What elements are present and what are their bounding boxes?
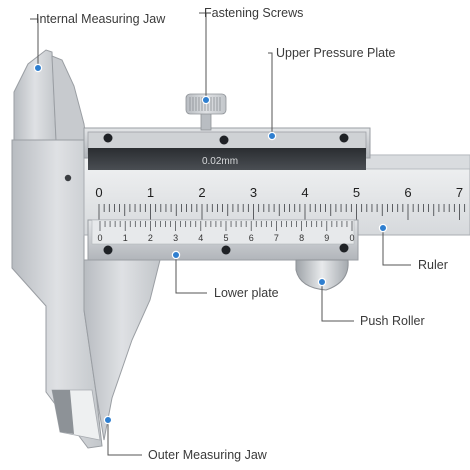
- pointer-dot: [201, 95, 211, 105]
- main-scale-number: 5: [353, 185, 360, 200]
- screw-icon: [339, 133, 349, 143]
- vernier-scale-number: 4: [198, 233, 203, 243]
- label-ruler: Ruler: [418, 258, 448, 272]
- main-scale-number: 6: [404, 185, 411, 200]
- leader-ruler: [382, 228, 411, 266]
- depth-window: [88, 148, 366, 170]
- vernier-scale-number: 3: [173, 233, 178, 243]
- label-upper-pressure-plate: Upper Pressure Plate: [276, 46, 396, 60]
- vernier-scale-number: 1: [123, 233, 128, 243]
- leader-push-roller: [321, 282, 354, 322]
- vernier-scale-number: 2: [148, 233, 153, 243]
- pointer-dot: [103, 415, 113, 425]
- pointer-dot: [267, 131, 277, 141]
- screw-icon: [103, 133, 113, 143]
- main-scale-ticks: [98, 204, 466, 220]
- push-roller: [295, 259, 349, 291]
- main-scale-number: 4: [301, 185, 308, 200]
- label-lower-plate: Lower plate: [214, 286, 279, 300]
- pointer-dot: [171, 250, 181, 260]
- vernier-scale-number: 7: [274, 233, 279, 243]
- pointer-dot: [378, 223, 388, 233]
- screw-icon: [103, 245, 113, 255]
- fastening-screw-shaft: [200, 111, 212, 131]
- main-scale-numbers: 0 1 2 3 4 5 6 7: [95, 185, 463, 200]
- leader-internal-jaw: [30, 18, 39, 68]
- leader-outer-jaw: [107, 420, 142, 456]
- main-scale-number: 1: [147, 185, 154, 200]
- vernier-scale-number: 9: [324, 233, 329, 243]
- jaw-hole: [64, 174, 72, 182]
- label-fastening-screws: Fastening Screws: [204, 6, 303, 20]
- leader-fastening-screws: [199, 12, 207, 100]
- vernier-scale-numbers: 0 1 2 3 4 5 6 7 8 9 0: [97, 233, 354, 243]
- vernier-scale-number: 0: [97, 233, 102, 243]
- leader-upper-plate: [268, 52, 273, 136]
- screw-icon: [219, 135, 229, 145]
- label-internal-measuring-jaw: Internal Measuring Jaw: [36, 12, 166, 26]
- ruler-top-strip: [359, 154, 470, 170]
- vernier-scale-ticks: [99, 221, 353, 231]
- screw-icon: [221, 245, 231, 255]
- label-push-roller: Push Roller: [360, 314, 425, 328]
- vernier-scale-face: [91, 219, 355, 245]
- internal-jaw-tip-moving: [51, 55, 87, 141]
- screw-icon: [339, 243, 349, 253]
- outer-jaw-face-shade: [52, 390, 74, 434]
- vernier-scale-number: 0: [349, 233, 354, 243]
- label-outer-measuring-jaw: Outer Measuring Jaw: [148, 448, 268, 462]
- main-scale-number: 7: [456, 185, 463, 200]
- pointer-dot: [317, 277, 327, 287]
- pointer-dot: [33, 63, 43, 73]
- vernier-scale-number: 8: [299, 233, 304, 243]
- precision-label: 0.02mm: [202, 156, 238, 167]
- vernier-scale-number: 5: [223, 233, 228, 243]
- main-scale-number: 3: [250, 185, 257, 200]
- main-scale-number: 0: [95, 185, 102, 200]
- main-scale-number: 2: [198, 185, 205, 200]
- vernier-scale-number: 6: [249, 233, 254, 243]
- internal-jaw-tip-fixed: [13, 49, 57, 141]
- leader-lower-plate: [175, 255, 207, 294]
- moving-outer-jaw: [83, 259, 161, 441]
